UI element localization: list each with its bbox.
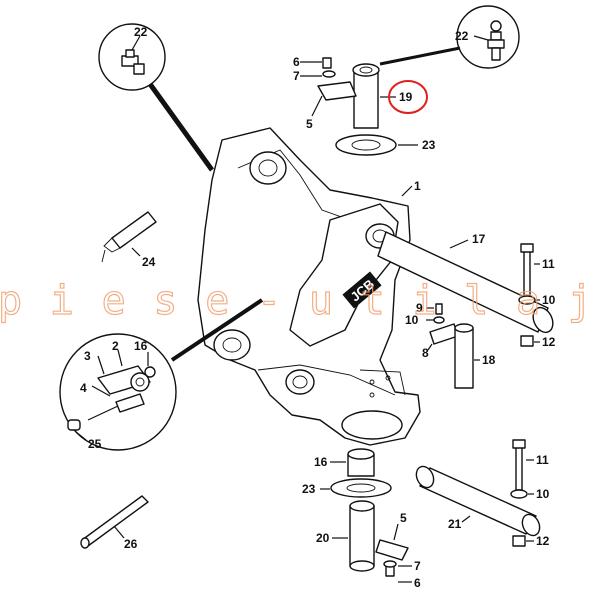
callout-23-top: 23: [422, 138, 436, 152]
callout-11-lower: 11: [536, 453, 549, 467]
callout-6-bottom: 6: [414, 576, 421, 590]
callout-10-mid: 10: [405, 313, 419, 327]
callout-4: 4: [80, 381, 87, 395]
callout-21: 21: [448, 517, 462, 531]
rod-26: 26: [80, 495, 149, 551]
detail-circle-clamp: 2 3 4 16 25: [59, 298, 264, 451]
detail-circle-grease-nipple-right: 22: [379, 5, 520, 69]
pin-17: 17: [377, 231, 554, 334]
callout-11-upper: 11: [542, 257, 555, 271]
callout-17: 17: [472, 232, 486, 246]
callout-10-upper-right: 10: [542, 293, 556, 307]
callout-18: 18: [482, 353, 496, 367]
right-lower-fasteners: 11 10 12: [510, 439, 550, 548]
bottom-pin-assembly: 16 23 20 5 7 6: [302, 448, 421, 590]
callout-5-top: 5: [306, 117, 313, 131]
plate-and-pin-18: 9 10 8 18: [405, 301, 496, 389]
right-upper-fasteners: 11 10 12: [518, 243, 556, 349]
callout-20: 20: [316, 531, 330, 545]
callout-19: 19: [399, 90, 413, 104]
tube-24: 24: [101, 211, 157, 269]
callout-7-bottom: 7: [414, 559, 421, 573]
callout-23-bottom: 23: [302, 482, 316, 496]
grease-nipple-icon: [121, 49, 145, 75]
grease-nipple-icon: [487, 20, 505, 61]
callout-5-bottom: 5: [400, 511, 407, 525]
callout-2: 2: [112, 339, 119, 353]
callout-7-top: 7: [293, 69, 300, 83]
callout-24: 24: [142, 255, 156, 269]
clamp-icon: [67, 365, 156, 431]
callout-22-right: 22: [455, 29, 469, 43]
callout-26: 26: [124, 537, 138, 551]
callout-1: 1: [414, 179, 421, 193]
swing-bracket-body: JCB 1: [197, 127, 421, 446]
top-pin-assembly: 6 7 5 19 23: [293, 55, 436, 156]
detail-circle-grease-nipple-left: 22: [98, 23, 215, 172]
callout-16-bottom: 16: [314, 455, 328, 469]
highlight-ring: [388, 80, 428, 114]
callout-6-top: 6: [293, 55, 300, 69]
callout-3: 3: [84, 349, 91, 363]
callout-12-lower: 12: [536, 534, 550, 548]
callout-22-left: 22: [134, 25, 148, 39]
pin-21: 21: [415, 465, 541, 537]
callout-10-lower: 10: [536, 487, 550, 501]
callout-15: 16: [134, 339, 148, 353]
callout-25: 25: [88, 437, 102, 451]
callout-9: 9: [416, 301, 423, 315]
callout-8: 8: [422, 346, 429, 360]
callout-12-upper: 12: [542, 335, 556, 349]
